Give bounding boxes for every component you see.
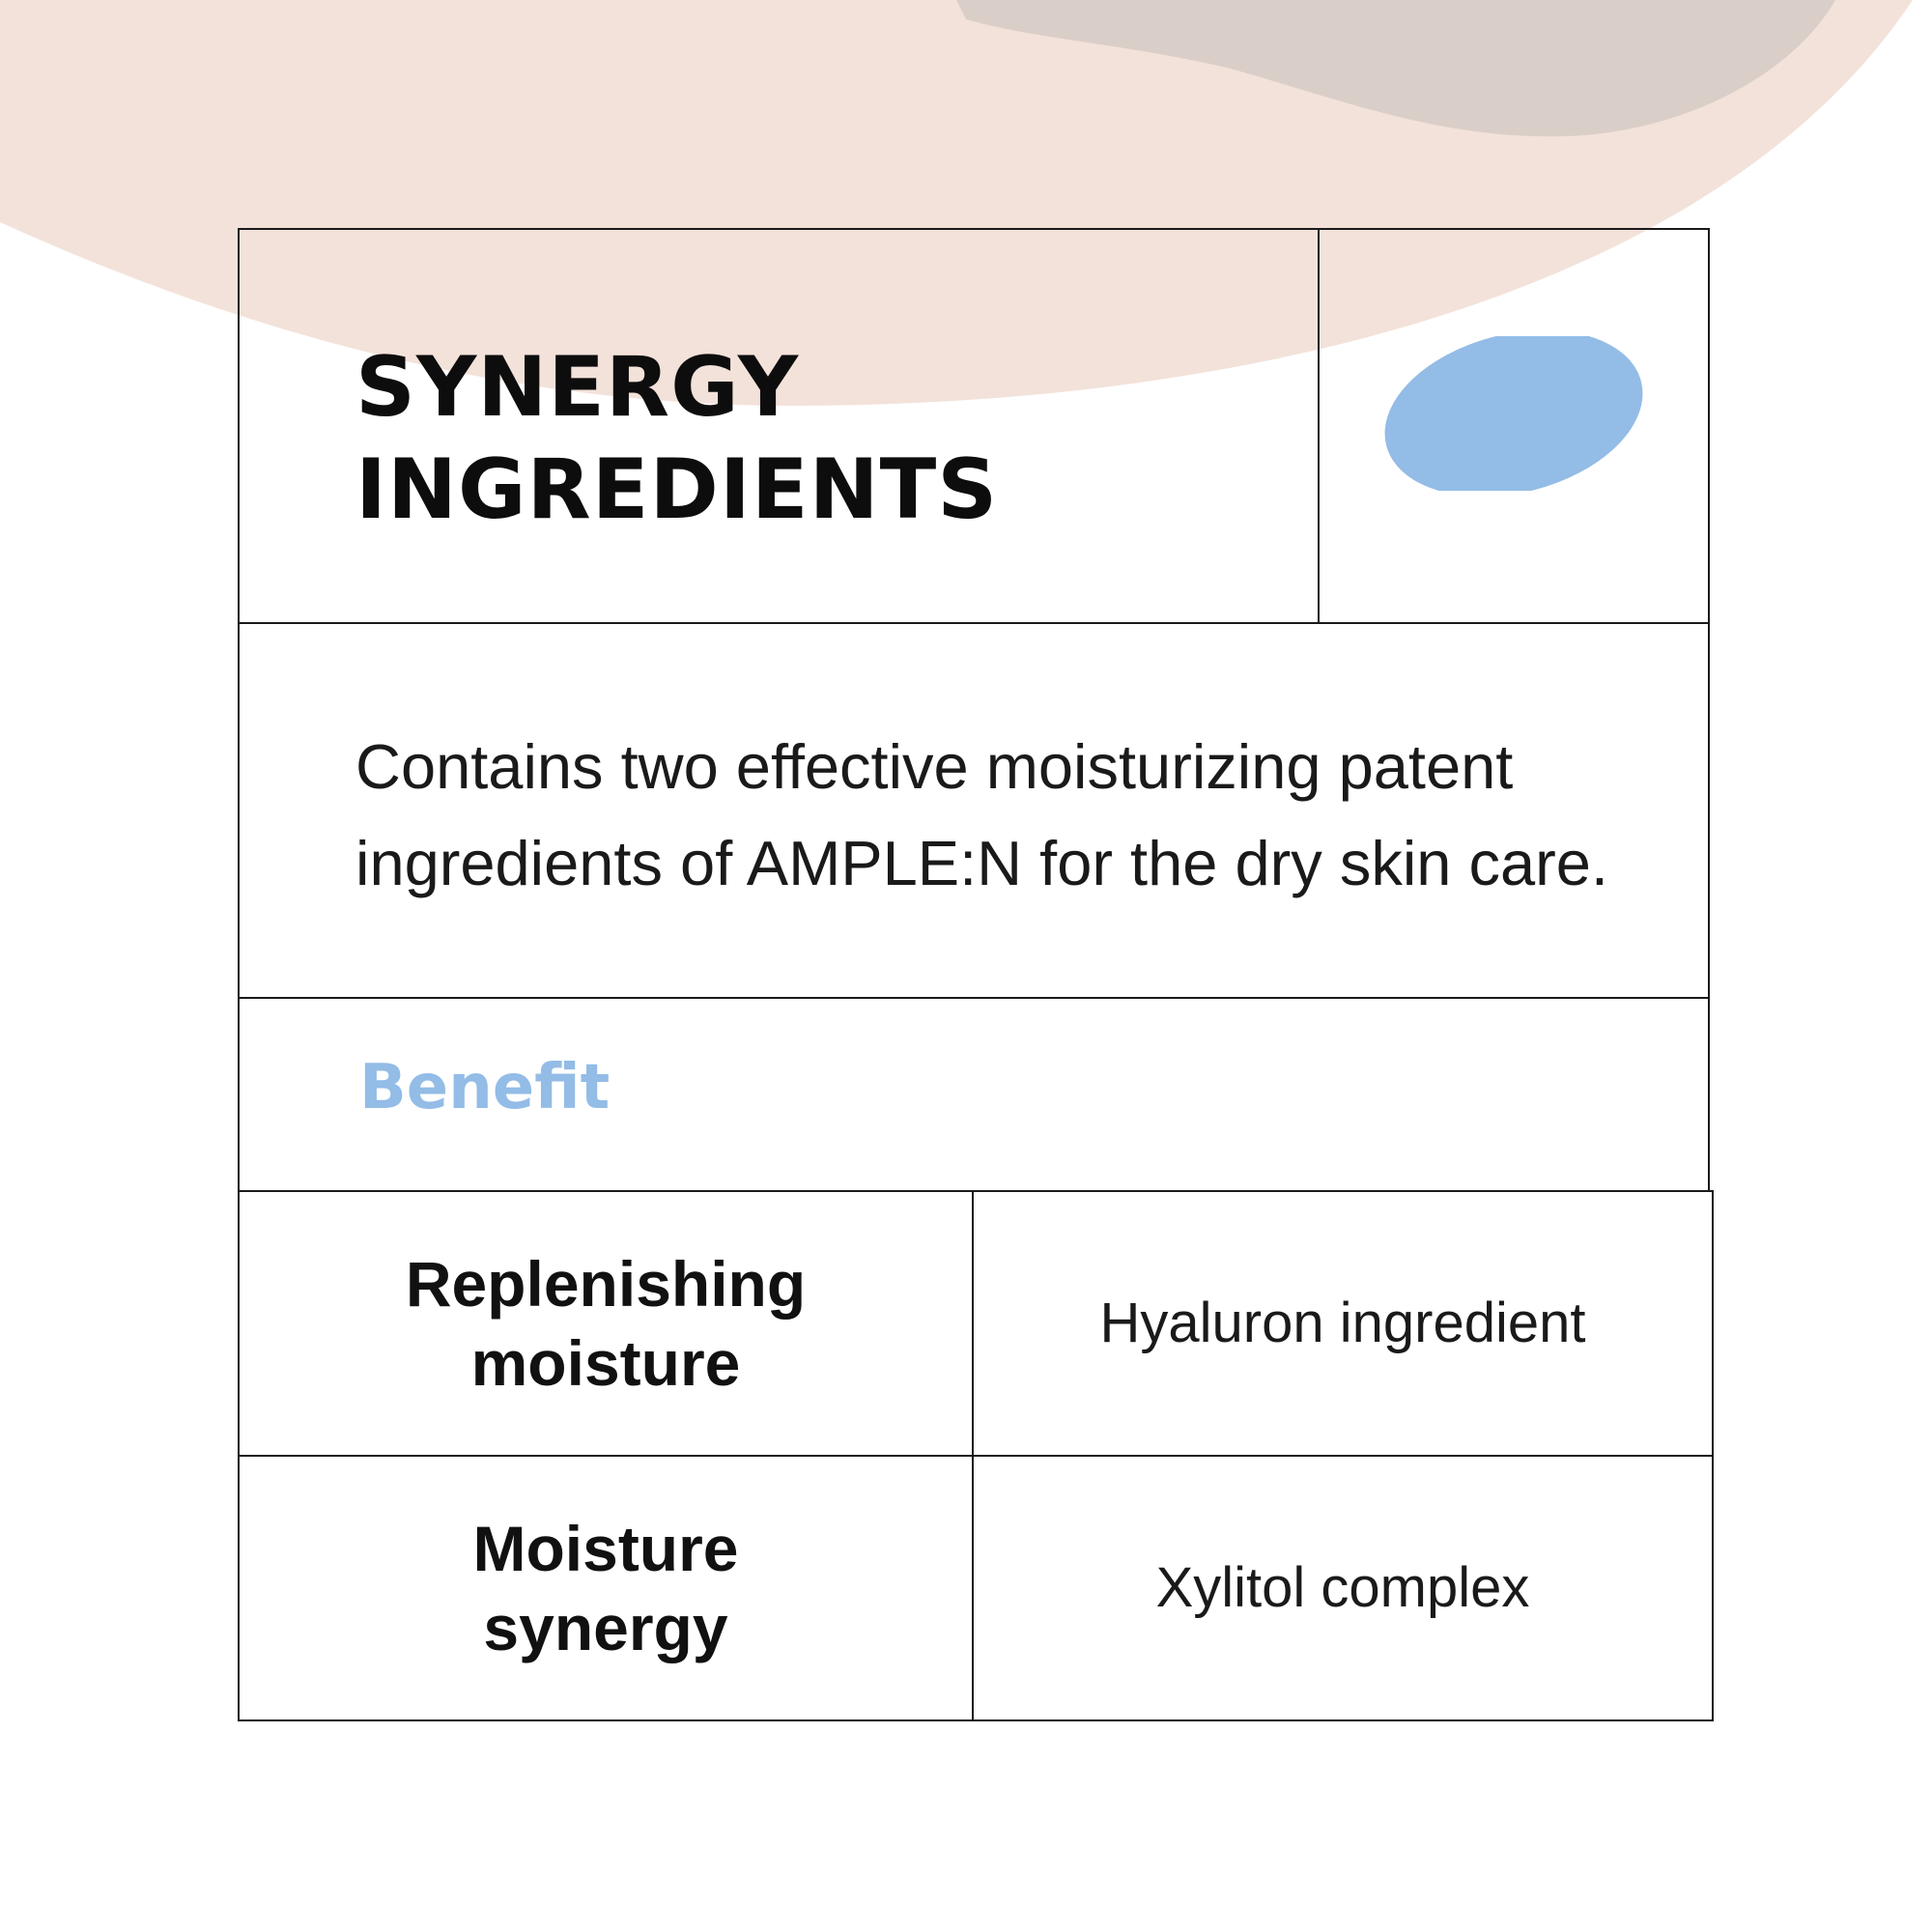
benefit-table: Replenishing moisture Hyaluron ingredien… (238, 1190, 1714, 1721)
ingredient-label: Hyaluron ingredient (1099, 1292, 1586, 1354)
table-row: Replenishing moisture Hyaluron ingredien… (238, 1190, 1714, 1457)
benefit-cell: Replenishing moisture (238, 1190, 974, 1457)
ingredient-cell: Xylitol complex (972, 1455, 1714, 1721)
title-cell: SYNERGY INGREDIENTS (240, 230, 1320, 622)
description-text: Contains two effective moisturizing pate… (355, 731, 1608, 898)
table-row: Moisture synergy Xylitol complex (238, 1455, 1714, 1721)
benefit-cell: Moisture synergy (238, 1455, 974, 1721)
description-row: Contains two effective moisturizing pate… (238, 622, 1710, 999)
benefit-label: Replenishing moisture (405, 1248, 807, 1399)
icon-cell (1316, 230, 1708, 622)
benefit-header-row: Benefit (238, 997, 1710, 1192)
title-row: SYNERGY INGREDIENTS (238, 228, 1710, 624)
benefit-heading: Benefit (359, 1052, 611, 1123)
page-title: SYNERGY INGREDIENTS (355, 339, 999, 538)
ingredient-cell: Hyaluron ingredient (972, 1190, 1714, 1457)
blue-oval-icon (1384, 336, 1643, 491)
ingredients-card: SYNERGY INGREDIENTS Contains two effecti… (238, 228, 1714, 1735)
benefit-label: Moisture synergy (472, 1513, 739, 1663)
ingredient-label: Xylitol complex (1155, 1556, 1530, 1619)
